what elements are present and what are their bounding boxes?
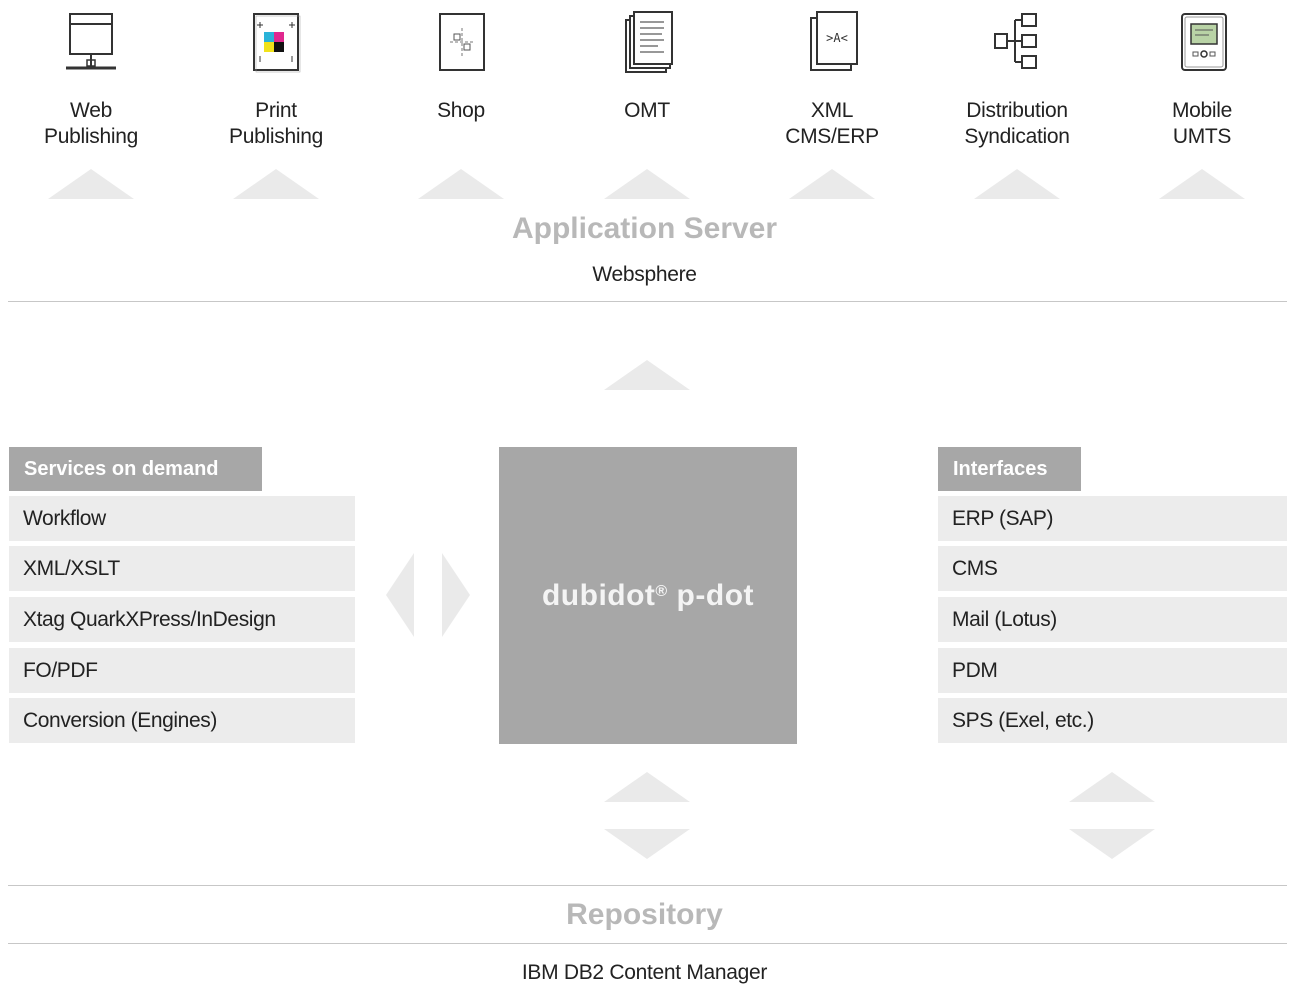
mobile-device-icon <box>1181 13 1227 71</box>
interfaces-item: PDM <box>938 648 1287 693</box>
up-arrow-icon <box>974 169 1060 199</box>
up-arrow-icon <box>604 772 690 802</box>
right-arrow-icon <box>442 553 470 637</box>
up-arrow-icon <box>1069 772 1155 802</box>
app-label-line1: Web <box>70 99 112 122</box>
app-server-subtitle: Websphere <box>592 263 697 286</box>
interfaces-item: CMS <box>938 546 1287 591</box>
down-arrow-icon <box>1069 829 1155 859</box>
app-label-line1: Mobile <box>1171 99 1233 122</box>
app-label-line1: Shop <box>437 99 485 122</box>
core-suffix: p-dot <box>667 579 755 612</box>
up-arrow-icon <box>418 169 504 199</box>
omt-stacked-pages-icon <box>625 11 673 73</box>
app-label-line1: Distribution <box>966 99 1068 122</box>
up-arrow-icon <box>48 169 134 199</box>
svg-text:>A<: >A< <box>826 31 848 45</box>
up-arrow-icon <box>1159 169 1245 199</box>
app-label-line1: XML <box>810 99 854 122</box>
up-arrow-icon <box>604 169 690 199</box>
services-item: Workflow <box>9 496 355 541</box>
repository-title: Repository <box>566 898 723 931</box>
app-label-line2: Publishing <box>44 125 138 148</box>
web-monitor-icon <box>66 13 116 70</box>
app-server-title: Application Server <box>511 212 778 245</box>
distribution-tree-icon <box>994 13 1037 69</box>
interfaces-panel-title: Interfaces <box>938 447 1081 491</box>
core-name: dubidot <box>541 579 656 612</box>
app-label-line2: CMS/ERP <box>785 125 879 148</box>
repository-subtitle: IBM DB2 Content Manager <box>521 961 768 984</box>
services-panel-title: Services on demand <box>9 447 262 491</box>
app-label-line2: Publishing <box>229 125 323 148</box>
core-product-box: dubidot® p-dot <box>499 447 797 744</box>
divider <box>8 885 1287 886</box>
interfaces-item: SPS (Exel, etc.) <box>938 698 1287 743</box>
left-arrow-icon <box>386 553 414 637</box>
services-item: XML/XSLT <box>9 546 355 591</box>
services-item: Xtag QuarkXPress/InDesign <box>9 597 355 642</box>
app-label-line1: OMT <box>624 99 670 122</box>
app-label-line1: Print <box>255 99 297 122</box>
services-item: Conversion (Engines) <box>9 698 355 743</box>
print-cmyk-icon <box>253 13 301 73</box>
shop-document-icon <box>439 13 485 71</box>
up-arrow-icon <box>604 360 690 390</box>
up-arrow-icon <box>233 169 319 199</box>
divider <box>8 301 1287 302</box>
down-arrow-icon <box>604 829 690 859</box>
services-item: FO/PDF <box>9 648 355 693</box>
core-registered-mark: ® <box>655 583 668 600</box>
app-label-line2: Syndication <box>964 125 1070 148</box>
xml-document-icon: >A< <box>810 11 858 71</box>
interfaces-item: Mail (Lotus) <box>938 597 1287 642</box>
app-label-line2: UMTS <box>1172 125 1232 148</box>
divider <box>8 943 1287 944</box>
interfaces-item: ERP (SAP) <box>938 496 1287 541</box>
up-arrow-icon <box>789 169 875 199</box>
